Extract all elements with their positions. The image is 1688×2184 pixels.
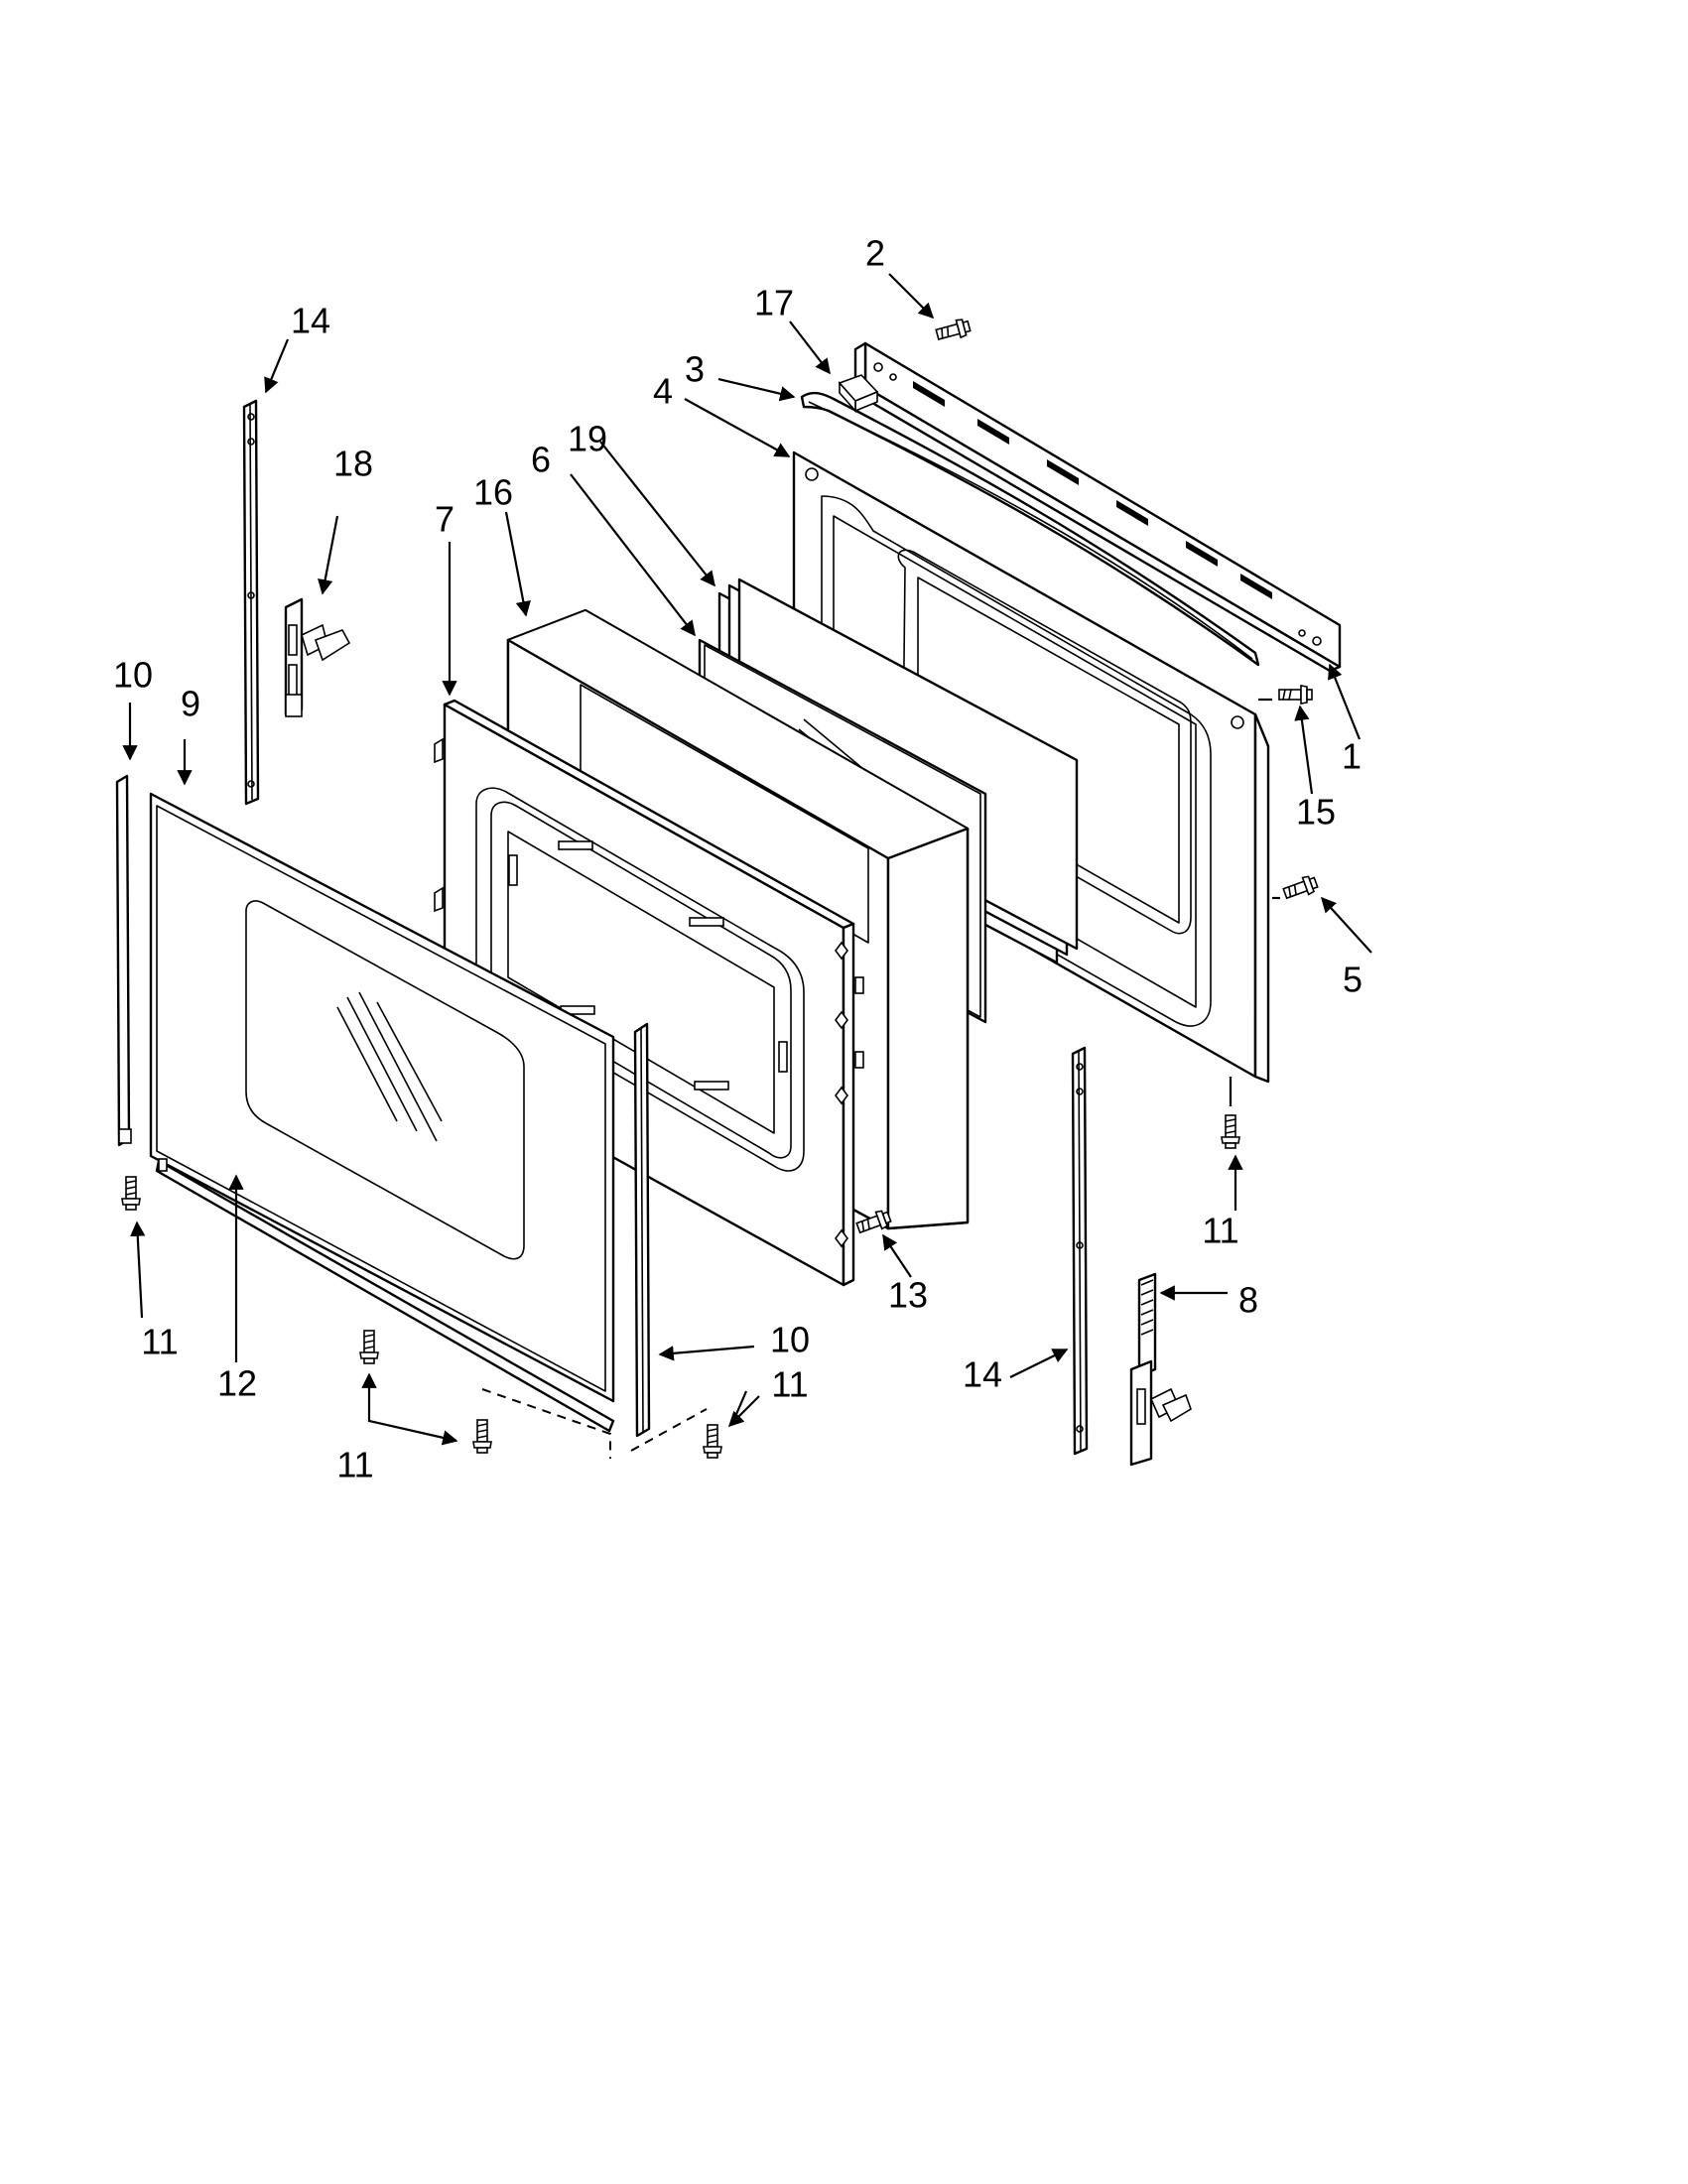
bottom-trim-part <box>155 1158 615 1433</box>
callout-17: 17 <box>754 283 794 323</box>
alignment-lines <box>481 1388 708 1459</box>
screw-11-bottom-center <box>472 1419 492 1454</box>
callout-11-bottom-right: 11 <box>771 1364 808 1405</box>
screw-11-bottom <box>359 1330 379 1364</box>
callout-10-left: 10 <box>113 655 153 696</box>
screw-2 <box>934 317 973 344</box>
callout-18: 18 <box>333 444 373 484</box>
callout-labels: 2 17 3 4 1 15 5 19 6 16 7 18 14 9 10 13 … <box>113 233 1363 1485</box>
hinge-8-part <box>1129 1272 1192 1467</box>
callout-16: 16 <box>473 472 513 513</box>
callout-11-bottom: 11 <box>336 1445 373 1485</box>
callout-15: 15 <box>1296 792 1336 833</box>
callout-10-right: 10 <box>770 1320 810 1360</box>
callout-5: 5 <box>1343 960 1363 1000</box>
control-panel-part <box>853 341 1342 673</box>
callout-19: 19 <box>568 419 607 459</box>
callout-14-top: 14 <box>291 301 330 341</box>
callout-13: 13 <box>888 1275 928 1316</box>
clip-17-part <box>838 374 879 414</box>
callout-7: 7 <box>435 499 454 540</box>
callout-4: 4 <box>653 371 673 412</box>
screw-5 <box>1281 872 1320 903</box>
screw-11-bottom-right <box>703 1424 722 1459</box>
callout-12: 12 <box>217 1363 257 1404</box>
callout-1: 1 <box>1342 736 1362 777</box>
callout-11-lower-left: 11 <box>141 1322 178 1362</box>
trim-3-part <box>800 391 1260 667</box>
hinge-18-part <box>284 597 351 717</box>
callout-11-right: 11 <box>1202 1211 1238 1251</box>
side-trim-left-part <box>115 774 132 1147</box>
callout-3: 3 <box>685 349 705 390</box>
callout-2: 2 <box>865 233 885 274</box>
hinge-channel-top-part <box>242 399 260 806</box>
callout-6: 6 <box>531 440 551 480</box>
leader-lines <box>122 273 1372 1446</box>
callout-14-bottom: 14 <box>963 1354 1002 1395</box>
glass-frame-part <box>434 699 864 1287</box>
screw-15 <box>1278 685 1313 705</box>
callout-9: 9 <box>181 684 200 724</box>
screw-11-right <box>1221 1114 1240 1149</box>
callout-8: 8 <box>1238 1280 1258 1321</box>
screw-11-left <box>121 1176 141 1211</box>
side-trim-right-part <box>633 1022 651 1438</box>
outer-door-part <box>149 792 615 1403</box>
hinge-channel-bottom-part <box>1071 1046 1089 1456</box>
